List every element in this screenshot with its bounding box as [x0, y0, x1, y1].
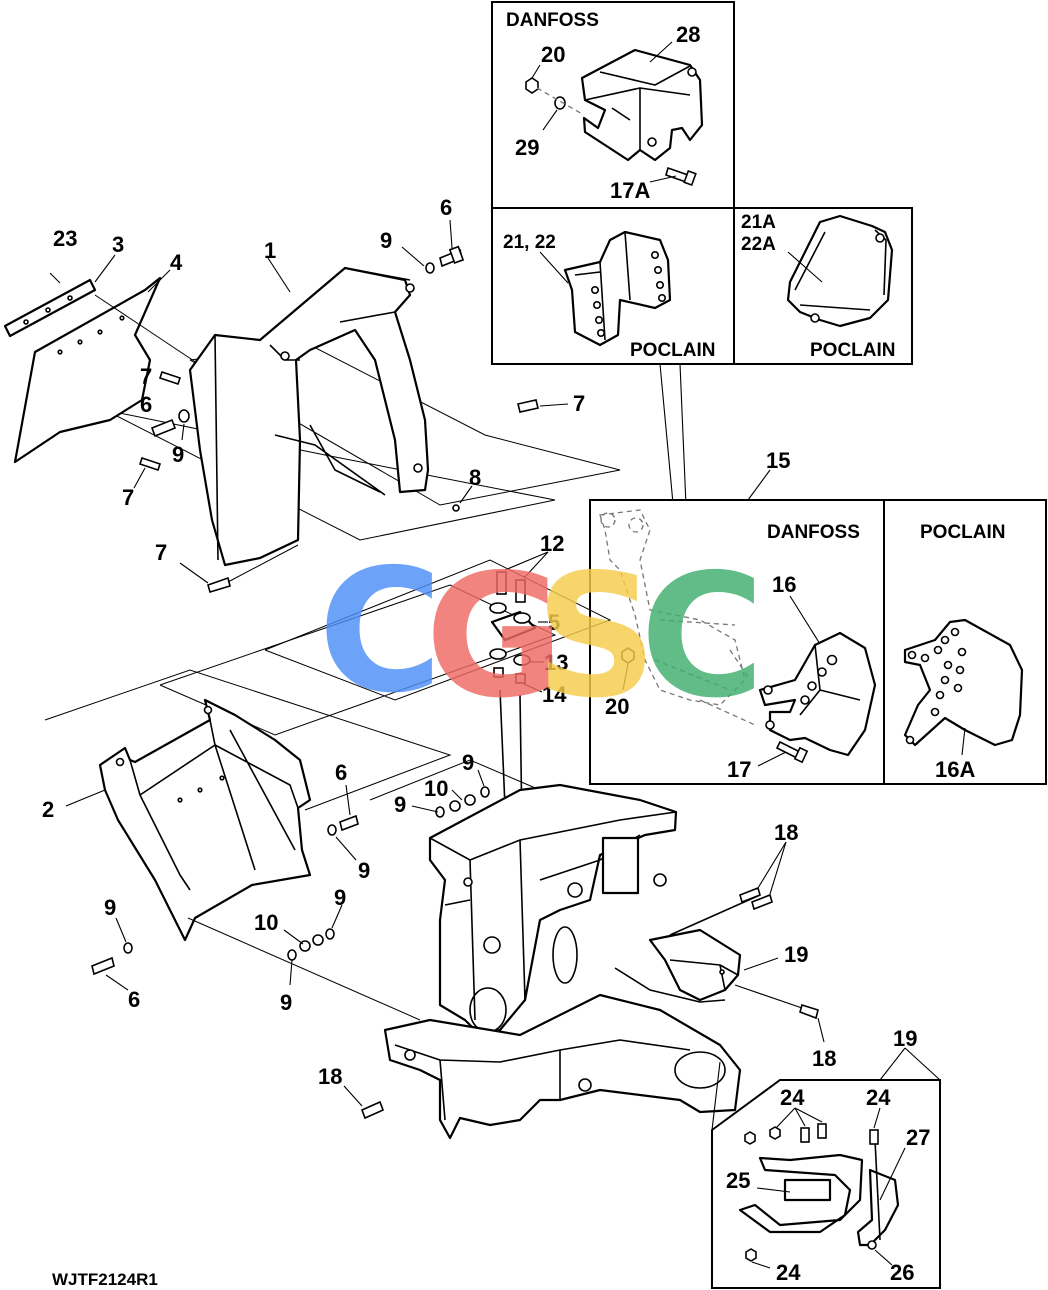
- callout-8: 8: [469, 465, 481, 490]
- callout-10-bottom: 10: [254, 910, 278, 935]
- callout-24-topright: 24: [866, 1085, 891, 1110]
- inset-15: 15 DANFOSS POCLAIN 20 16 17: [589, 448, 1047, 785]
- part-2-lower-panel: 2 6 9 9 6 10 9 9: [42, 698, 421, 1021]
- part-1-cowl: 1 6 9 7 6 9 7 7 8 7: [122, 195, 585, 593]
- callout-5: 5: [548, 610, 560, 635]
- callout-9-lowleft: 9: [104, 895, 116, 920]
- callout-16a: 16A: [935, 757, 975, 782]
- callout-14: 14: [542, 682, 567, 707]
- callout-7-bottom: 7: [155, 540, 167, 565]
- callout-15: 15: [766, 448, 790, 473]
- inset-label-danfoss-top: DANFOSS: [506, 10, 599, 31]
- inset-label-poclain-right: POCLAIN: [810, 340, 896, 361]
- callout-6-mid: 6: [335, 760, 347, 785]
- callout-9-frame-top: 9: [462, 750, 474, 775]
- main-frame: 9 10 9 18: [318, 750, 742, 1140]
- callout-18-right: 18: [812, 1046, 836, 1071]
- callout-9-mid: 9: [358, 858, 370, 883]
- callout-9-top: 9: [380, 228, 392, 253]
- callout-18-top: 18: [774, 820, 798, 845]
- callout-9-left: 9: [172, 442, 184, 467]
- callout-6-lowleft: 6: [128, 987, 140, 1012]
- inset-poclain-right: 21A 22A POCLAIN: [733, 207, 913, 365]
- watermark-letter-c1: C: [318, 533, 443, 731]
- callout-24-topleft: 24: [780, 1085, 805, 1110]
- callout-29: 29: [515, 135, 539, 160]
- callout-17: 17: [727, 757, 751, 782]
- callout-28: 28: [676, 22, 700, 47]
- callout-20-top: 20: [541, 42, 565, 67]
- inset-poclain-left: 21, 22 POCLAIN: [491, 207, 735, 365]
- callout-7-left-upper: 7: [140, 364, 152, 389]
- callout-10-frame: 10: [424, 776, 448, 801]
- callout-7-right: 7: [573, 391, 585, 416]
- callout-21a: 21A: [741, 212, 776, 233]
- callout-21-22: 21, 22: [503, 232, 556, 253]
- callout-1: 1: [264, 238, 276, 263]
- callout-24-bottom: 24: [776, 1260, 801, 1285]
- callout-9-frame-left: 9: [394, 792, 406, 817]
- callout-16: 16: [772, 572, 796, 597]
- callout-19-main: 19: [784, 942, 808, 967]
- watermark-letter-c2: C: [640, 538, 765, 736]
- callout-22a: 22A: [741, 234, 776, 255]
- callout-9-bottom-left: 9: [280, 990, 292, 1015]
- callout-27: 27: [906, 1125, 930, 1150]
- watermark-logo: C G S C: [318, 533, 765, 736]
- inset-label-danfoss-mid: DANFOSS: [767, 522, 860, 543]
- inset-label-poclain-mid: POCLAIN: [920, 522, 1006, 543]
- inset-label-poclain-left: POCLAIN: [630, 340, 716, 361]
- part-19-tray: 18 19 18: [614, 820, 836, 1071]
- callout-23: 23: [53, 226, 77, 251]
- part-4-mat: 4: [13, 250, 201, 464]
- callout-19-inset: 19: [893, 1026, 917, 1051]
- callout-20-mid: 20: [605, 694, 629, 719]
- linkage-hardware: 12 5 13 14: [489, 531, 568, 831]
- callout-3: 3: [112, 232, 124, 257]
- figure-reference: WJTF2124R1: [52, 1270, 158, 1289]
- callout-2: 2: [42, 797, 54, 822]
- callout-7-left-lower: 7: [122, 485, 134, 510]
- callout-6-top: 6: [440, 195, 452, 220]
- inset-19-detail: 19 24 24 27 25 24 26: [711, 1026, 941, 1289]
- callout-9-bottom-right: 9: [334, 885, 346, 910]
- callout-6-left: 6: [140, 392, 152, 417]
- part-3-strip: 23 3: [3, 226, 124, 338]
- callout-4: 4: [170, 250, 183, 275]
- callout-18-left: 18: [318, 1064, 342, 1089]
- watermark-letter-g: G: [425, 538, 565, 736]
- callout-13: 13: [544, 650, 568, 675]
- callout-26: 26: [890, 1260, 914, 1285]
- callout-12: 12: [540, 531, 564, 556]
- watermark-letter-s: S: [535, 538, 657, 736]
- callout-17a: 17A: [610, 178, 650, 203]
- inset-danfoss-top: DANFOSS 28 20 29 17A: [491, 1, 735, 209]
- callout-25: 25: [726, 1168, 750, 1193]
